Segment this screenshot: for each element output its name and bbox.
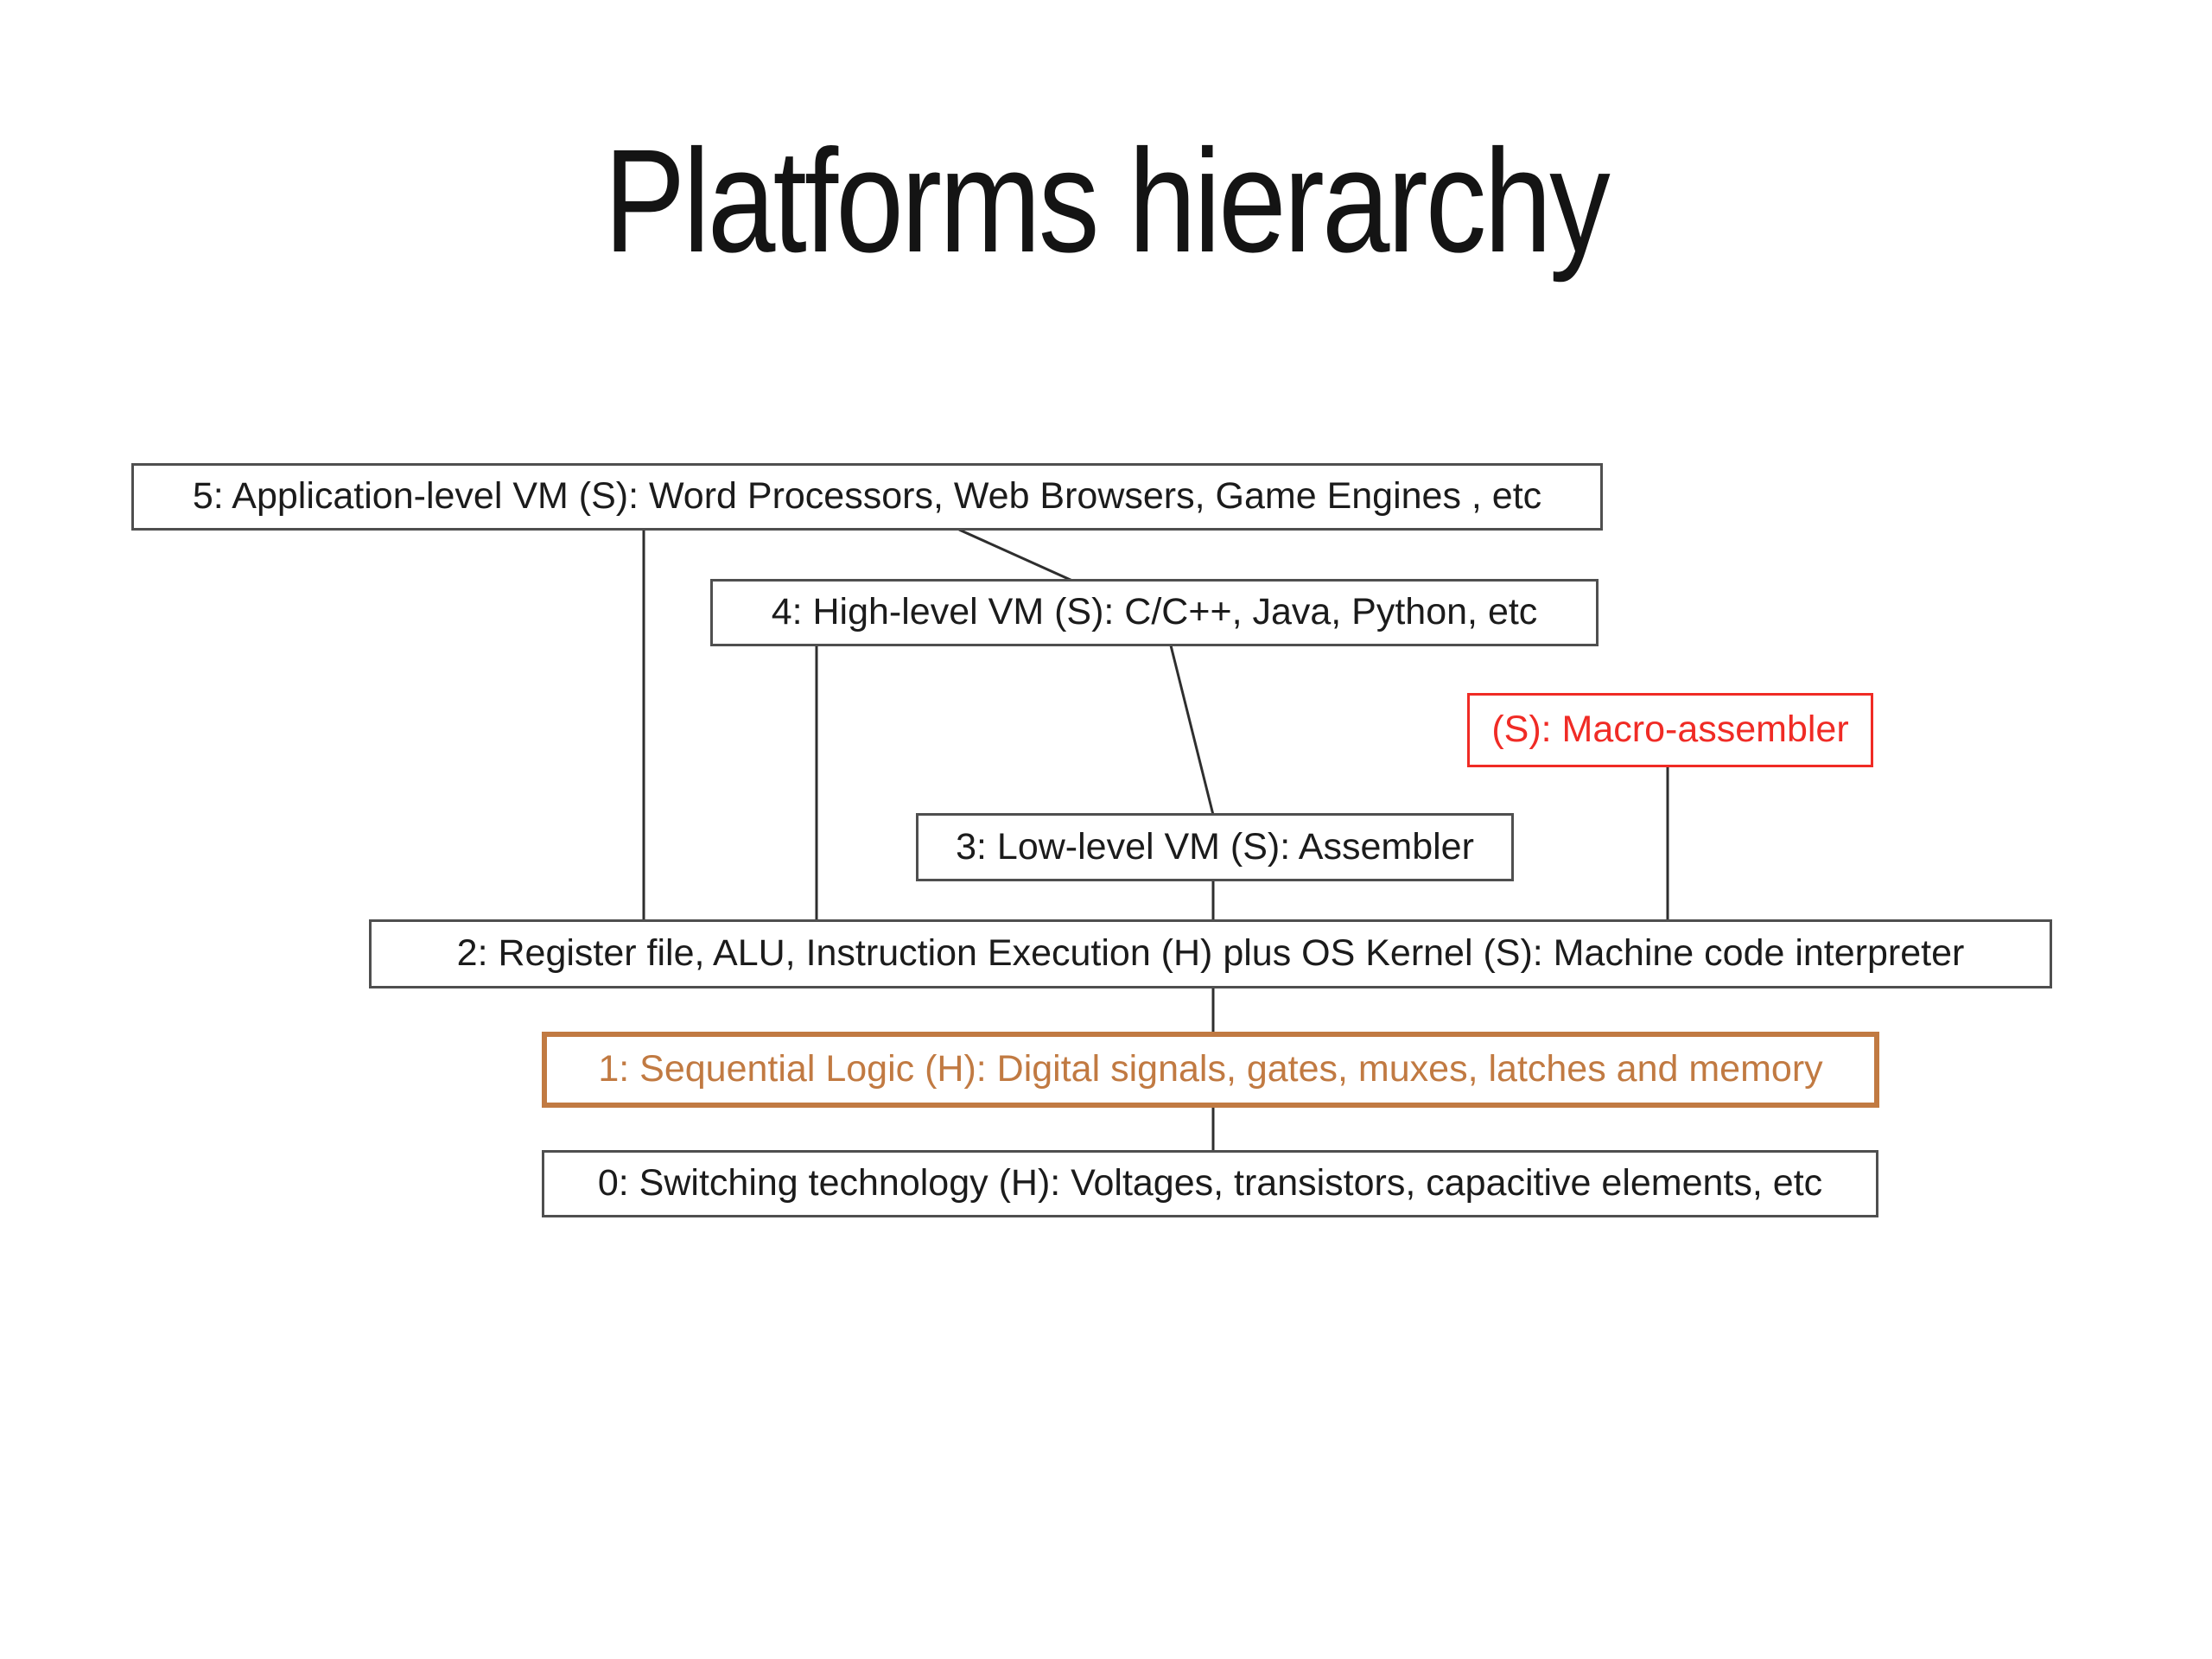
box-level-3-low-level-vm: 3: Low-level VM (S): Assembler	[916, 813, 1514, 881]
box-level-2-register-file-alu: 2: Register file, ALU, Instruction Execu…	[369, 919, 2052, 988]
box-level-5-application-vm: 5: Application-level VM (S): Word Proces…	[131, 463, 1603, 531]
box-macro-assembler: (S): Macro-assembler	[1467, 693, 1873, 767]
box-level-1-sequential-logic: 1: Sequential Logic (H): Digital signals…	[542, 1032, 1879, 1108]
box-level-4-high-level-vm: 4: High-level VM (S): C/C++, Java, Pytho…	[710, 579, 1599, 646]
connector-level4-level3	[1169, 645, 1215, 816]
connector-level5-level4	[958, 528, 1073, 582]
slide-title: Platforms hierarchy	[604, 119, 1611, 283]
box-level-0-switching-technology: 0: Switching technology (H): Voltages, t…	[542, 1150, 1878, 1217]
